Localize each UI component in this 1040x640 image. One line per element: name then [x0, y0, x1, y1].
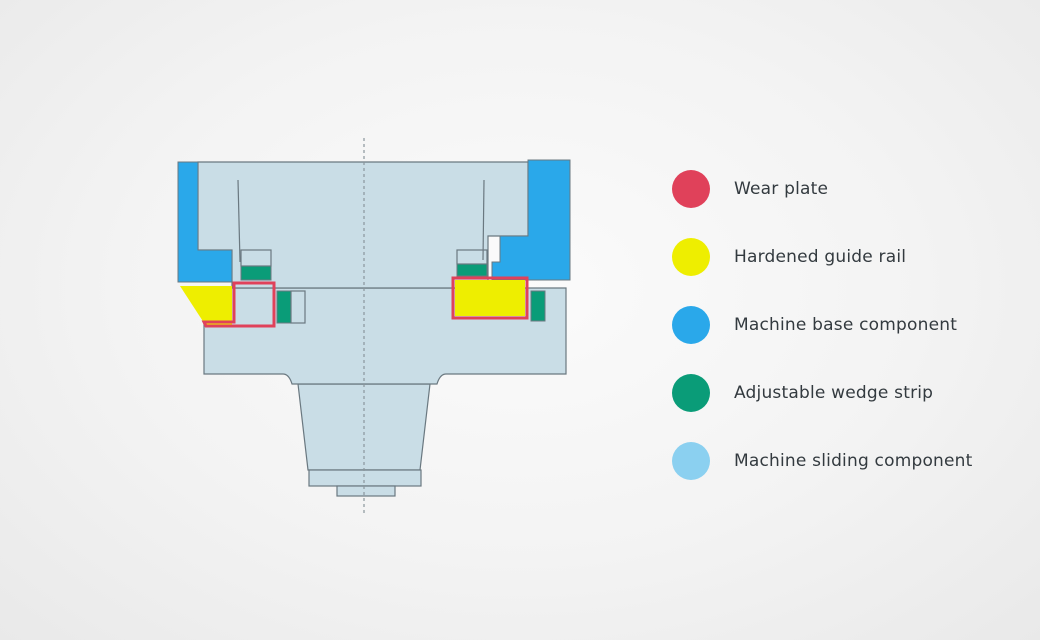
guide-rail-color-dot [672, 238, 710, 276]
legend-label: Wear plate [734, 179, 829, 199]
legend-label: Machine base component [734, 315, 958, 335]
wear-plate [201, 276, 529, 328]
legend-label: Machine sliding component [734, 451, 973, 471]
legend: Wear plate Hardened guide rail Machine b… [672, 170, 1012, 510]
legend-item-machine-base-component: Machine base component [672, 306, 1012, 344]
base-component-color-dot [672, 306, 710, 344]
sliding-component-color-dot [672, 442, 710, 480]
wedge-strip-color-dot [672, 374, 710, 412]
legend-item-adjustable-wedge-strip: Adjustable wedge strip [672, 374, 1012, 412]
sliding-component-body [197, 161, 567, 497]
legend-label: Hardened guide rail [734, 247, 907, 267]
legend-item-machine-sliding-component: Machine sliding component [672, 442, 1012, 480]
hardened-guide-rail [180, 280, 525, 326]
legend-label: Adjustable wedge strip [734, 383, 934, 403]
bolt-details [237, 179, 488, 324]
machine-base-component [177, 159, 571, 283]
legend-item-hardened-guide-rail: Hardened guide rail [672, 238, 1012, 276]
legend-item-wear-plate: Wear plate [672, 170, 1012, 208]
wear-plate-color-dot [672, 170, 710, 208]
